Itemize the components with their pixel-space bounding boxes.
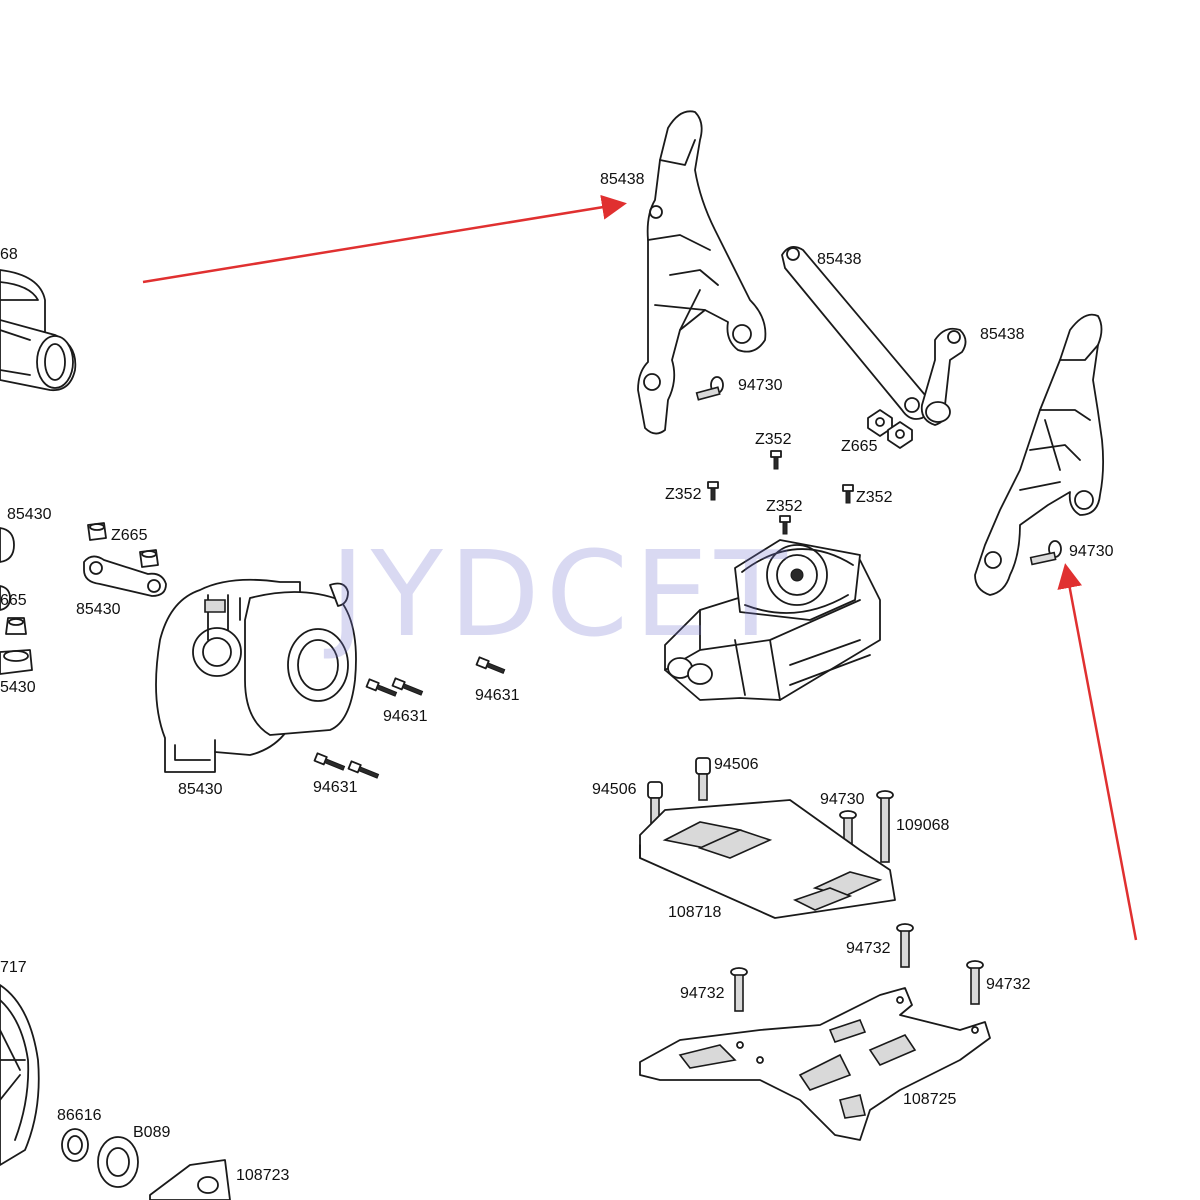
part-label-68: 68 [0,246,18,263]
part-label-94730: 94730 [738,377,783,394]
screws-94732 [730,923,984,1012]
part-label-109068: 109068 [896,817,950,834]
part-label-z352: Z352 [755,431,792,448]
part-label-94732: 94732 [680,985,725,1002]
part-label-z352: Z352 [665,486,702,503]
link-85430-assembly [83,522,167,597]
link-rod-85438 [781,246,967,426]
screws-upper-plate [647,376,1062,863]
pointer-arrow-right [1057,563,1138,941]
watermark: JYDCET [330,525,793,663]
part-label-94631: 94631 [475,687,520,704]
pointer-arrow-upper [142,194,627,284]
part-label-z352: Z352 [766,498,803,515]
part-label-94631: 94631 [313,779,358,796]
part-label-85438: 85438 [980,326,1025,343]
part-label-94732: 94732 [986,976,1031,993]
part-label-b089: B089 [133,1124,171,1141]
gearbox-housing-85430 [155,578,357,773]
part-label-z665: Z665 [111,527,148,544]
part-label-717: 717 [0,959,27,976]
bottom-left-parts [0,984,231,1200]
part-label-108718: 108718 [668,904,722,921]
part-label-85430: 85430 [7,506,52,523]
part-label-108723: 108723 [236,1167,290,1184]
screws-z352 [707,450,854,535]
nuts-z665 [867,409,913,449]
part-label-85438: 85438 [817,251,862,268]
left-edge-small-parts [0,527,33,675]
part-label-94730: 94730 [1069,543,1114,560]
part-label-94732: 94732 [846,940,891,957]
part-label-85430: 85430 [178,781,223,798]
part-label-94506: 94506 [714,756,759,773]
screws-94631 [313,656,506,779]
part-label-85430: 85430 [76,601,121,618]
part-label-z665: Z665 [841,438,878,455]
part-label-665: 665 [0,592,27,609]
part-label-86616: 86616 [57,1107,102,1124]
part-label-z352: Z352 [856,489,893,506]
part-label-108725: 108725 [903,1091,957,1108]
part-label-5430: 5430 [0,679,36,696]
part-label-85438: 85438 [600,171,645,188]
shock-tower-85438-left [637,110,767,435]
part-label-94631: 94631 [383,708,428,725]
part-label-94506: 94506 [592,781,637,798]
part-label-94730: 94730 [820,791,865,808]
esc-fan-block [664,539,881,701]
chassis-plate-108725 [639,987,991,1141]
plate-108718 [639,799,896,919]
shock-tower-85438-right [974,313,1105,596]
differential-gear-part [0,269,77,392]
